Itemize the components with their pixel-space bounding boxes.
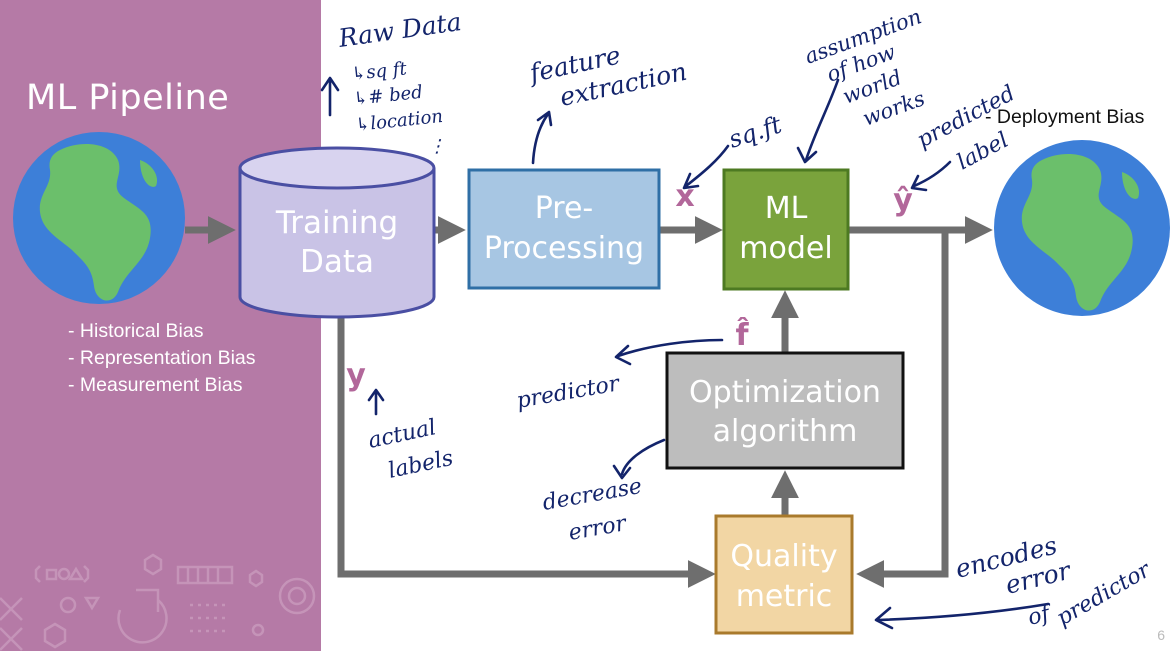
decrease-error-note-1: decrease — [541, 474, 644, 516]
y-symbol: y — [346, 358, 366, 393]
location-item-note: ↳location — [354, 106, 444, 136]
optimization-node: Optimization algorithm — [665, 351, 905, 470]
optimization-label-2: algorithm — [713, 414, 858, 449]
earth-icon-input — [13, 132, 185, 304]
predicted-note-2: label — [953, 128, 1013, 176]
page-title: ML Pipeline — [26, 78, 230, 118]
quality-metric-label-1: Quality — [730, 539, 837, 574]
preprocessing-node: Pre- Processing — [467, 168, 661, 290]
deployment-bias-label: - Deployment Bias — [985, 106, 1145, 128]
sidebar: ML Pipeline - Historical Bias - Represen… — [0, 0, 321, 651]
preprocessing-label-1: Pre- — [535, 191, 594, 226]
ml-model-node: ML model — [722, 168, 850, 291]
ink-arrow-actual — [367, 388, 385, 416]
quality-metric-node: Quality metric — [714, 514, 854, 635]
arrow-prediction-to-metric — [856, 230, 949, 588]
predictor-note: predictor — [515, 371, 623, 414]
bed-item-note: ↳# bed — [352, 82, 423, 110]
decorative-shapes-icon — [0, 553, 316, 651]
bias-list: - Historical Bias - Representation Bias … — [68, 318, 256, 399]
f-hat-symbol: f̂ — [735, 318, 749, 353]
ellipsis-note: ⋮ — [428, 136, 446, 157]
optimization-label-1: Optimization — [689, 375, 881, 410]
raw-data-note: Raw Data — [336, 7, 463, 53]
earth-icon-output — [994, 140, 1170, 316]
training-data-label-1: Training — [275, 205, 398, 241]
actual-labels-note-1: actual — [366, 415, 438, 454]
ml-model-label-2: model — [739, 231, 832, 266]
ink-arrow-encodes — [874, 602, 1050, 630]
quality-metric-label-2: metric — [736, 579, 833, 614]
decrease-error-note-2: error — [567, 511, 630, 546]
bias-measurement: - Measurement Bias — [68, 374, 243, 396]
sqft-note: sq.ft — [725, 110, 785, 153]
bias-representation: - Representation Bias — [68, 347, 256, 369]
training-data-node: Training Data — [238, 146, 436, 319]
actual-labels-note-2: labels — [386, 446, 455, 484]
bias-historical: - Historical Bias — [68, 320, 204, 342]
ink-arrow-predictor — [614, 338, 724, 366]
ink-arrow-raw-data — [320, 76, 340, 117]
slide-number: 6 — [1157, 627, 1165, 643]
arrow-labels-to-metric — [337, 316, 716, 588]
ink-arrow-predicted — [910, 160, 952, 192]
preprocessing-label-2: Processing — [484, 231, 644, 266]
y-hat-symbol: ŷ — [893, 183, 913, 218]
training-data-label-2: Data — [300, 244, 374, 280]
ink-arrow-assumption — [796, 78, 840, 164]
ml-model-label-1: ML — [765, 191, 808, 226]
ink-arrow-decrease — [612, 438, 666, 480]
ink-arrow-sqft — [682, 144, 730, 190]
ink-arrow-feature — [531, 110, 553, 165]
sqft-item-note: ↳sq ft — [350, 58, 408, 85]
